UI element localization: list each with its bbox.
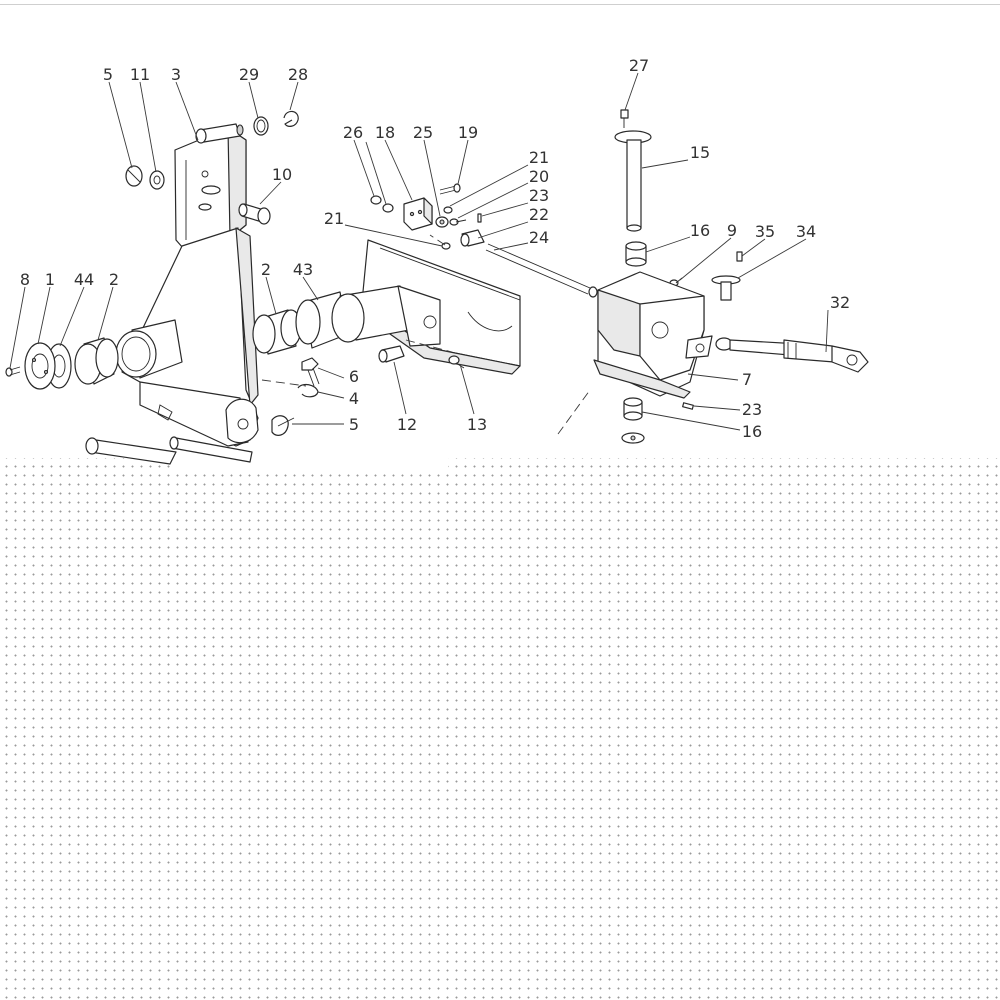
callout-28: 28 — [288, 65, 308, 84]
callout-21-upper: 21 — [529, 148, 549, 167]
part-2-bushing-left — [74, 337, 119, 385]
callout-7: 7 — [742, 370, 752, 389]
part-22-bushing — [460, 229, 485, 247]
part-34-pin — [711, 275, 741, 301]
part-washer-bottom — [621, 432, 645, 444]
callout-16-lower: 16 — [742, 422, 762, 441]
part-2-bushing-mid — [252, 309, 302, 355]
assembly-axes — [261, 234, 591, 435]
callout-22: 22 — [529, 205, 549, 224]
callout-3: 3 — [171, 65, 181, 84]
part-12-pin — [378, 345, 405, 363]
callout-18: 18 — [375, 123, 395, 142]
part-7-pivot-housing — [593, 271, 713, 399]
part-5-pin-lower — [271, 415, 295, 436]
part-18-block — [403, 197, 433, 231]
part-28-clip — [283, 110, 299, 127]
part-27-bolt — [620, 109, 629, 128]
callout-1: 1 — [45, 270, 55, 289]
part-4-clip — [297, 383, 319, 398]
callout-15: 15 — [690, 143, 710, 162]
part-25-washer — [435, 216, 449, 228]
callout-13: 13 — [467, 415, 487, 434]
part-10-pin — [238, 203, 271, 225]
callout-5-lower: 5 — [349, 415, 359, 434]
callout-19: 19 — [458, 123, 478, 142]
callout-24: 24 — [529, 228, 549, 247]
part-24-rod — [485, 243, 598, 298]
part-frame-tube — [115, 319, 183, 379]
callout-25: 25 — [413, 123, 433, 142]
part-23-pin-lower — [682, 402, 694, 410]
part-11-nut — [149, 170, 165, 190]
callout-2-left: 2 — [109, 270, 119, 289]
callout-23-upper: 23 — [529, 186, 549, 205]
callout-labels: 5 11 3 29 28 10 26 18 25 19 21 20 23 22 … — [20, 56, 850, 441]
part-lower-shaft — [85, 436, 253, 465]
callout-23-lower: 23 — [742, 400, 762, 419]
callout-34: 34 — [796, 222, 816, 241]
leader-lines — [9, 72, 829, 431]
part-16-bushing-lower — [623, 397, 643, 421]
callout-10: 10 — [272, 165, 292, 184]
part-3-upper-plate — [174, 123, 247, 249]
callout-16-upper: 16 — [690, 221, 710, 240]
callout-35: 35 — [755, 222, 775, 241]
top-border-line — [0, 4, 1000, 5]
callout-5-upper: 5 — [103, 65, 113, 84]
part-35-bolt — [736, 251, 743, 262]
part-16-bushing-upper — [625, 241, 647, 267]
callout-29: 29 — [239, 65, 259, 84]
callout-11: 11 — [130, 65, 150, 84]
part-19-bolt — [439, 183, 461, 195]
part-32-top-link — [715, 337, 869, 373]
part-26-nuts — [370, 195, 394, 213]
callout-44: 44 — [74, 270, 94, 289]
part-1-flange-washer — [24, 342, 56, 390]
callout-4: 4 — [349, 389, 359, 408]
part-29-ring — [253, 116, 269, 136]
dotted-background-pattern — [0, 458, 1000, 1000]
callout-32: 32 — [830, 293, 850, 312]
callout-2-mid: 2 — [261, 260, 271, 279]
part-main-frame — [121, 227, 259, 447]
callout-12: 12 — [397, 415, 417, 434]
part-5-nut-upper — [125, 165, 143, 187]
callout-8: 8 — [20, 270, 30, 289]
callout-9: 9 — [727, 221, 737, 240]
callout-6: 6 — [349, 367, 359, 386]
part-8-small-bolt — [5, 366, 21, 377]
part-20-21-fittings — [443, 206, 467, 226]
part-15-shaft — [614, 130, 652, 232]
callout-21-lower: 21 — [324, 209, 344, 228]
part-arm-beam — [331, 239, 521, 375]
callout-26: 26 — [343, 123, 363, 142]
dotted-background-gap — [170, 458, 448, 468]
callout-20: 20 — [529, 167, 549, 186]
part-23-pin-small — [477, 213, 482, 223]
part-6-bolt — [301, 357, 320, 387]
callout-27: 27 — [629, 56, 649, 75]
callout-43: 43 — [293, 260, 313, 279]
